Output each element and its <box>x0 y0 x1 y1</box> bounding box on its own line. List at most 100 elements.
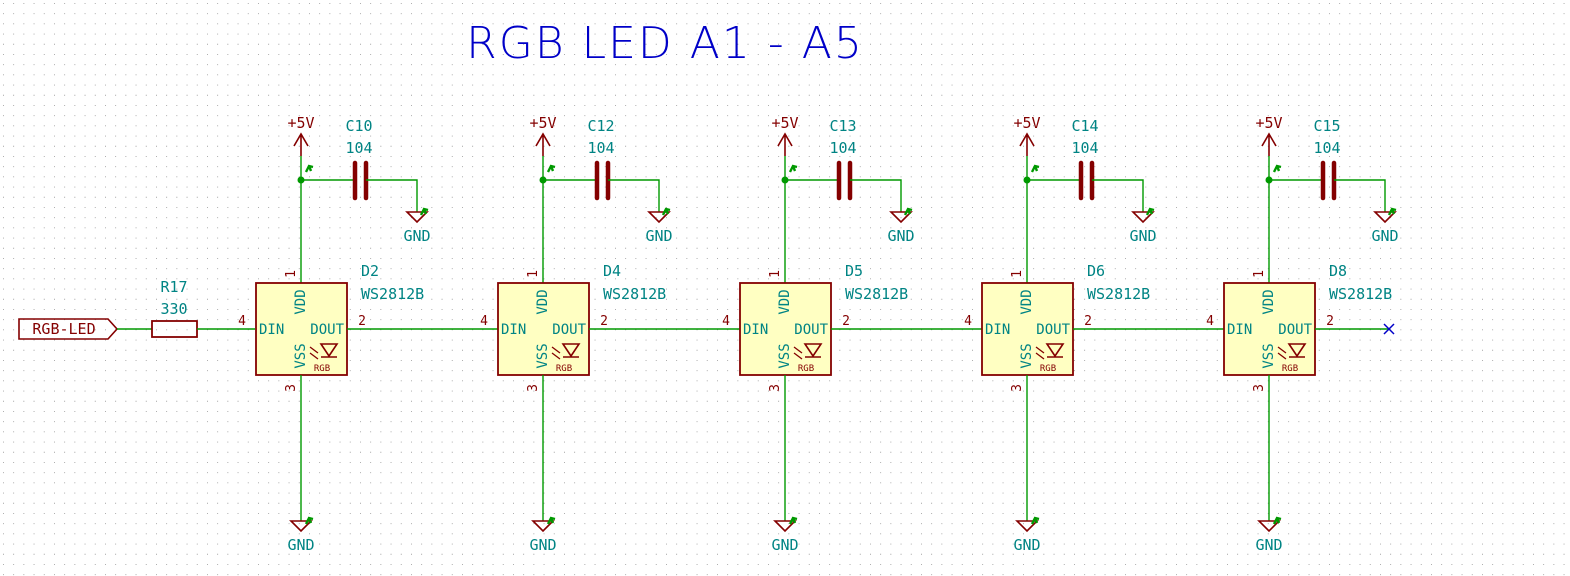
pin-flag <box>1145 207 1155 216</box>
power-symbol <box>535 132 551 156</box>
power-symbol <box>293 132 309 156</box>
led-light-arrows <box>551 346 561 360</box>
led-part: WS2812B <box>845 285 908 303</box>
wire-cap-gnd <box>608 179 660 212</box>
pin-name-vdd: VDD <box>1261 289 1277 314</box>
ground-label: GND <box>645 227 672 245</box>
wire-cap-gnd <box>850 179 902 212</box>
led-ref: D8 <box>1329 262 1347 280</box>
pin-name-vdd: VDD <box>535 289 551 314</box>
power-label: +5V <box>287 114 314 132</box>
rgb-marker: RGB <box>1040 364 1056 374</box>
led-diode-glyph <box>1045 343 1065 358</box>
pin-name-din: DIN <box>501 322 526 338</box>
ground-label: GND <box>1129 227 1156 245</box>
pin-flag <box>546 516 556 525</box>
pin-name-vdd: VDD <box>1019 289 1035 314</box>
resistor-body <box>151 320 198 338</box>
led-light-arrows <box>309 346 319 360</box>
pin-flag <box>1030 516 1040 525</box>
pin-number-din: 4 <box>722 314 730 329</box>
pin-flag <box>304 164 314 173</box>
pin-name-vss: VSS <box>1261 343 1277 368</box>
pin-number-din: 4 <box>238 314 246 329</box>
pin-name-din: DIN <box>743 322 768 338</box>
capacitor-ref: C15 <box>1313 117 1340 135</box>
led-diode-glyph <box>1287 343 1307 358</box>
led-ref: D2 <box>361 262 379 280</box>
pin-name-dout: DOUT <box>1036 322 1070 338</box>
led-light-arrows <box>1277 346 1287 360</box>
pin-name-din: DIN <box>259 322 284 338</box>
rgb-marker: RGB <box>556 364 572 374</box>
pin-flag <box>1272 516 1282 525</box>
power-label: +5V <box>771 114 798 132</box>
ground-symbol <box>1131 211 1155 224</box>
led-part: WS2812B <box>603 285 666 303</box>
led-ref: D5 <box>845 262 863 280</box>
capacitor-value: 104 <box>829 139 856 157</box>
pin-flag <box>546 164 556 173</box>
pin-flag <box>788 164 798 173</box>
pin-number-din: 4 <box>1206 314 1214 329</box>
ground-label: GND <box>403 227 430 245</box>
pin-name-din: DIN <box>985 322 1010 338</box>
ground-symbol <box>405 211 429 224</box>
pin-number-vdd: 1 <box>526 270 541 278</box>
capacitor-ref: C14 <box>1071 117 1098 135</box>
ground-symbol <box>1015 520 1039 533</box>
pin-name-dout: DOUT <box>310 322 344 338</box>
led-diode-glyph <box>319 343 339 358</box>
led-body <box>1223 282 1316 376</box>
power-label: +5V <box>1013 114 1040 132</box>
led-body <box>255 282 348 376</box>
no-connect-marker <box>1383 323 1395 335</box>
rgb-marker: RGB <box>798 364 814 374</box>
pin-flag <box>788 516 798 525</box>
pin-number-vdd: 1 <box>1252 270 1267 278</box>
pin-number-vdd: 1 <box>1010 270 1025 278</box>
ground-label: GND <box>287 536 314 554</box>
power-label: +5V <box>529 114 556 132</box>
capacitor-value: 104 <box>345 139 372 157</box>
led-part: WS2812B <box>1087 285 1150 303</box>
power-symbol <box>1019 132 1035 156</box>
pin-flag <box>661 207 671 216</box>
pin-number-dout: 2 <box>358 314 366 329</box>
power-symbol <box>777 132 793 156</box>
pin-name-vss: VSS <box>1019 343 1035 368</box>
pin-number-din: 4 <box>964 314 972 329</box>
wire-cap-gnd <box>366 179 418 212</box>
pin-name-din: DIN <box>1227 322 1252 338</box>
pin-number-din: 4 <box>480 314 488 329</box>
pin-name-dout: DOUT <box>794 322 828 338</box>
sheet-title: RGB LED A1 - A5 <box>466 18 864 69</box>
capacitor-value: 104 <box>1071 139 1098 157</box>
rgb-marker: RGB <box>314 364 330 374</box>
led-body <box>981 282 1074 376</box>
pin-number-dout: 2 <box>600 314 608 329</box>
pin-flag <box>903 207 913 216</box>
pin-flag <box>1030 164 1040 173</box>
wire-cap-gnd <box>1092 179 1144 212</box>
ground-symbol <box>889 211 913 224</box>
pin-name-dout: DOUT <box>552 322 586 338</box>
pin-number-vss: 3 <box>1252 384 1267 392</box>
resistor-value: 330 <box>160 300 187 318</box>
ground-label: GND <box>1013 536 1040 554</box>
ground-label: GND <box>1371 227 1398 245</box>
capacitor-value: 104 <box>587 139 614 157</box>
led-light-arrows <box>793 346 803 360</box>
capacitor-value: 104 <box>1313 139 1340 157</box>
ground-label: GND <box>529 536 556 554</box>
pin-flag <box>1387 207 1397 216</box>
pin-name-dout: DOUT <box>1278 322 1312 338</box>
pin-name-vss: VSS <box>777 343 793 368</box>
